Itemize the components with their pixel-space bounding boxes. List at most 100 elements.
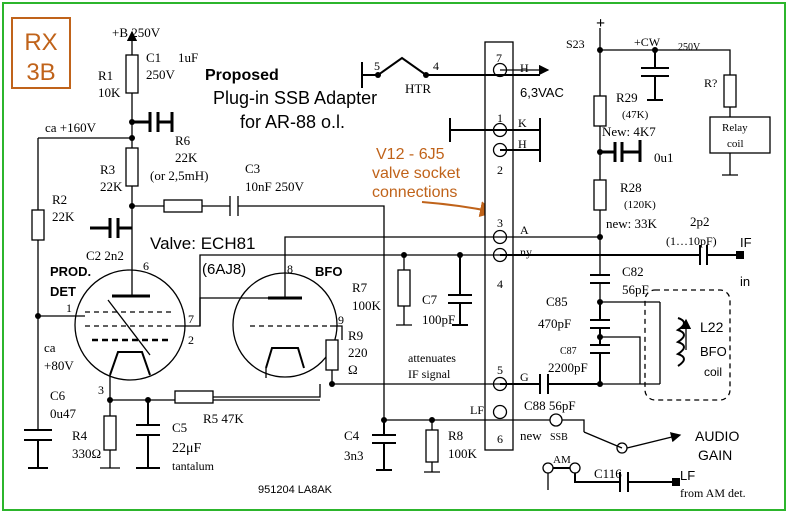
audio-label1: AUDIO: [695, 428, 739, 444]
IF-in-label: in: [740, 274, 750, 289]
valve-socket: 7 1 2 3 4 5 6: [484, 41, 514, 451]
C7-value: 100pF: [422, 312, 455, 327]
L22-label: L22: [700, 319, 724, 335]
lf-network: C4 3n3 R8 100K LF G: [344, 370, 529, 473]
badge-line2: 3B: [26, 59, 55, 86]
am-label: AM: [553, 454, 571, 466]
socket-label-K: K: [518, 116, 527, 130]
socket-label-A: A: [520, 223, 529, 237]
R8-label: R8: [448, 428, 463, 443]
det-label: DET: [50, 284, 76, 299]
R9-unit: Ω: [348, 362, 358, 377]
note-line2: valve socket: [372, 165, 461, 182]
R2-C2: R2 22K C2 2n2: [31, 192, 132, 430]
R7-value: 100K: [352, 298, 382, 313]
heater-pin4: 4: [433, 59, 439, 73]
socket-pin-3: 3: [497, 216, 503, 230]
R2-value: 22K: [52, 209, 75, 224]
C2p2-label: 2p2: [690, 214, 710, 229]
R1-value: 10K: [98, 85, 121, 100]
socket-label-H: H: [518, 137, 527, 151]
R-unknown-label: R?: [704, 76, 717, 90]
from-am-label: from AM det.: [680, 486, 746, 500]
badge-line1: RX: [24, 29, 57, 56]
R28-label: R28: [620, 180, 642, 195]
C6-label: C6: [50, 388, 66, 403]
title-line1: Proposed: [205, 67, 279, 84]
socket-pin-7: 7: [496, 51, 502, 65]
note-line3: connections: [372, 184, 457, 201]
audio-switch: new SSB AM C116 AUDIO GAIN LF from AM de…: [500, 413, 746, 500]
L22-bfo: BFO: [700, 344, 727, 359]
R29-label: R29: [616, 90, 638, 105]
C87-label: C87: [560, 346, 577, 357]
C5-value: 22μF: [172, 441, 202, 456]
cw-supply: + S23 +CW 250V R? Relay coil: [566, 15, 771, 176]
socket-pin-2: 2: [497, 163, 503, 177]
socket-pin-6: 6: [497, 432, 503, 446]
S23-label: S23: [566, 37, 585, 51]
tube-pin-1: 1: [66, 301, 72, 315]
C3-value: 10nF 250V: [245, 179, 304, 194]
ca80-line2: +80V: [44, 358, 74, 373]
title-block: Proposed Plug-in SSB Adapter for AR-88 o…: [205, 67, 377, 132]
C1-label: C1: [146, 50, 161, 65]
heater-label: HTR: [405, 81, 431, 96]
C4-value: 3n3: [344, 448, 364, 463]
ca160-label: ca +160V: [45, 120, 97, 135]
R4-value: 330Ω: [72, 446, 101, 461]
b-plus-supply: +B 250V R1 10K C1 1uF 250V ca +160V R6 2…: [37, 25, 209, 210]
tube-pin-9: 9: [338, 313, 344, 327]
R9-value: 220: [348, 345, 368, 360]
socket-label-ny: ny: [520, 245, 532, 259]
lf-out-label: LF: [680, 468, 695, 483]
R3-label: R3: [100, 162, 115, 177]
cathode-network: R5 47K R4 330Ω C5 22μF tantalum ca +80V …: [24, 340, 321, 473]
R2-label: R2: [52, 192, 67, 207]
b-plus-label: +B 250V: [112, 25, 161, 40]
C7-label: C7: [422, 292, 438, 307]
C6-value: 0u47: [50, 406, 77, 421]
heater-pin5: 5: [374, 59, 380, 73]
socket-note: V12 - 6J5 valve socket connections: [372, 146, 496, 218]
relay-label1: Relay: [722, 122, 748, 134]
socket-pin-4: 4: [497, 277, 503, 291]
R29-old: (47K): [622, 109, 649, 121]
R28-old: (120K): [624, 199, 656, 211]
ny-network: R7 100K C7 100pF attenuates IF signal A …: [199, 223, 532, 381]
if-input: 2p2 (1…10pF) IF in: [500, 214, 752, 289]
R6-value: 22K: [175, 150, 198, 165]
note-line1: V12 - 6J5: [376, 146, 445, 163]
valve-label: Valve: ECH81: [150, 234, 256, 253]
attenuates-line2: IF signal: [408, 367, 451, 381]
R29-R28: R29 (47K) New: 4K7 0u1 R28 (120K) new: 3…: [500, 50, 674, 275]
R9-label: R9: [348, 328, 363, 343]
title-line2: Plug-in SSB Adapter: [213, 88, 377, 108]
R5-label: R5 47K: [203, 411, 244, 426]
C87-value: 2200pF: [548, 360, 588, 375]
R29-new: New: 4K7: [602, 124, 656, 139]
R6-label: R6: [175, 133, 191, 148]
heater-circuit: 5 4 HTR H 6,3VAC: [361, 56, 564, 100]
C0u1-label: 0u1: [654, 150, 674, 165]
relay-label2: coil: [727, 138, 744, 150]
S23-plus: +: [596, 15, 605, 32]
date-stamp: 951204 LA8AK: [258, 484, 333, 496]
audio-label2: GAIN: [698, 447, 732, 463]
pentode-tube: PROD. DET 6 1 7 2 3: [35, 228, 320, 401]
R4-label: R4: [72, 428, 88, 443]
C82-label: C82: [622, 264, 644, 279]
C5-label: C5: [172, 420, 187, 435]
tube-pin-2: 2: [188, 333, 194, 347]
R9-resistor: R9 220 Ω: [325, 328, 500, 387]
C3-label: C3: [245, 161, 260, 176]
bfo-tank: C82 56pF C85 470pF C87 2200pF L22 BFO co…: [538, 264, 731, 401]
socket-pin-5: 5: [497, 363, 503, 377]
valve-alt: (6AJ8): [202, 261, 246, 278]
new-label: new: [520, 428, 542, 443]
C2-label: C2 2n2: [86, 248, 124, 263]
rx-badge: RX 3B: [11, 17, 71, 89]
R1-label: R1: [98, 68, 113, 83]
